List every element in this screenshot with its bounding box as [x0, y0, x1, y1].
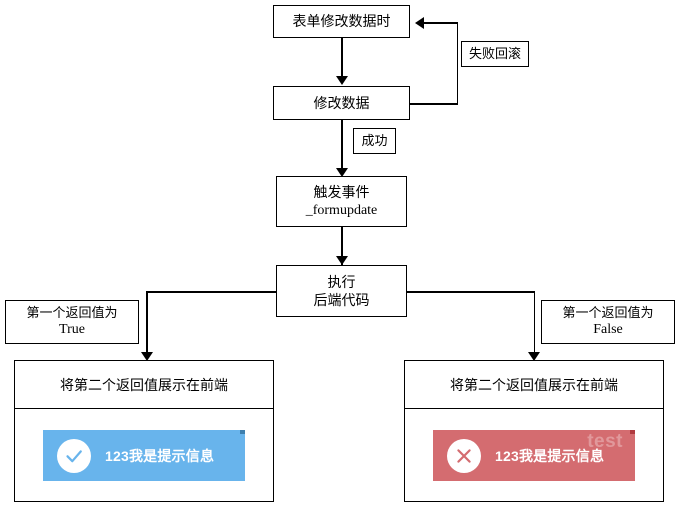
error-toast-message: 123我是提示信息: [495, 447, 605, 464]
panel-result-false-header: 将第二个返回值展示在前端: [405, 361, 663, 409]
edge-label-branch-false: 第一个返回值为 False: [541, 300, 675, 344]
check-circle-icon: [57, 438, 91, 473]
node-execute-label-line2: 后端代码: [313, 292, 370, 308]
connector-rollback-up: [456, 22, 458, 104]
arrowhead-to-execute: [336, 256, 348, 265]
connector-rollback-in: [424, 22, 458, 24]
connector-branch-true-horizontal: [146, 291, 276, 293]
edge-label-success-text: 成功: [361, 132, 388, 148]
toast-corner-marker: [630, 430, 635, 434]
edge-label-branch-true-line1: 第一个返回值为: [26, 305, 118, 321]
toast-corner-marker: [240, 430, 245, 434]
node-trigger-event-label-line1: 触发事件: [313, 184, 370, 201]
edge-label-success: 成功: [353, 128, 396, 154]
edge-label-branch-false-line2: False: [593, 322, 623, 338]
panel-result-false: 将第二个返回值展示在前端 test 123我是提示信息: [404, 360, 664, 502]
arrowhead-to-form-edit: [415, 16, 424, 29]
edge-label-branch-false-line1: 第一个返回值为: [562, 305, 654, 321]
node-execute-backend-code[interactable]: 执行 后端代码: [276, 265, 407, 317]
arrowhead-to-modify-data: [336, 76, 348, 85]
node-form-edit-label: 表单修改数据时: [292, 13, 391, 30]
edge-label-branch-true-line2: True: [59, 322, 85, 338]
arrowhead-branch-true: [141, 352, 153, 361]
x-circle-icon: [447, 438, 481, 473]
node-modify-data-label: 修改数据: [313, 94, 370, 111]
panel-result-true-header: 将第二个返回值展示在前端: [15, 361, 273, 409]
connector-branch-false-horizontal: [406, 291, 535, 293]
node-trigger-event[interactable]: 触发事件 _formupdate: [276, 176, 407, 227]
edge-label-rollback: 失败回滚: [461, 41, 529, 67]
node-modify-data[interactable]: 修改数据: [273, 86, 410, 120]
edge-label-rollback-text: 失败回滚: [468, 45, 521, 61]
panel-result-true: 将第二个返回值展示在前端 123我是提示信息: [14, 360, 274, 502]
connector-form-edit-to-modify: [341, 38, 343, 78]
node-form-edit[interactable]: 表单修改数据时: [273, 5, 410, 38]
node-execute-label-line1: 执行: [327, 273, 356, 290]
panel-result-true-body: 123我是提示信息: [15, 409, 273, 502]
arrowhead-branch-false: [528, 352, 540, 361]
error-toast[interactable]: test 123我是提示信息: [433, 430, 635, 481]
connector-branch-true-vertical: [146, 291, 148, 359]
node-trigger-event-label-line2: _formupdate: [305, 202, 378, 218]
connector-modify-to-trigger: [341, 120, 343, 170]
success-toast[interactable]: 123我是提示信息: [43, 430, 245, 481]
success-toast-message: 123我是提示信息: [105, 447, 215, 464]
edge-label-branch-true: 第一个返回值为 True: [5, 300, 139, 344]
panel-result-false-body: test 123我是提示信息: [405, 409, 663, 502]
connector-branch-false-vertical: [533, 291, 535, 359]
arrowhead-to-trigger-event: [336, 168, 348, 177]
connector-rollback-out: [410, 103, 458, 105]
connector-trigger-to-execute: [341, 227, 343, 267]
